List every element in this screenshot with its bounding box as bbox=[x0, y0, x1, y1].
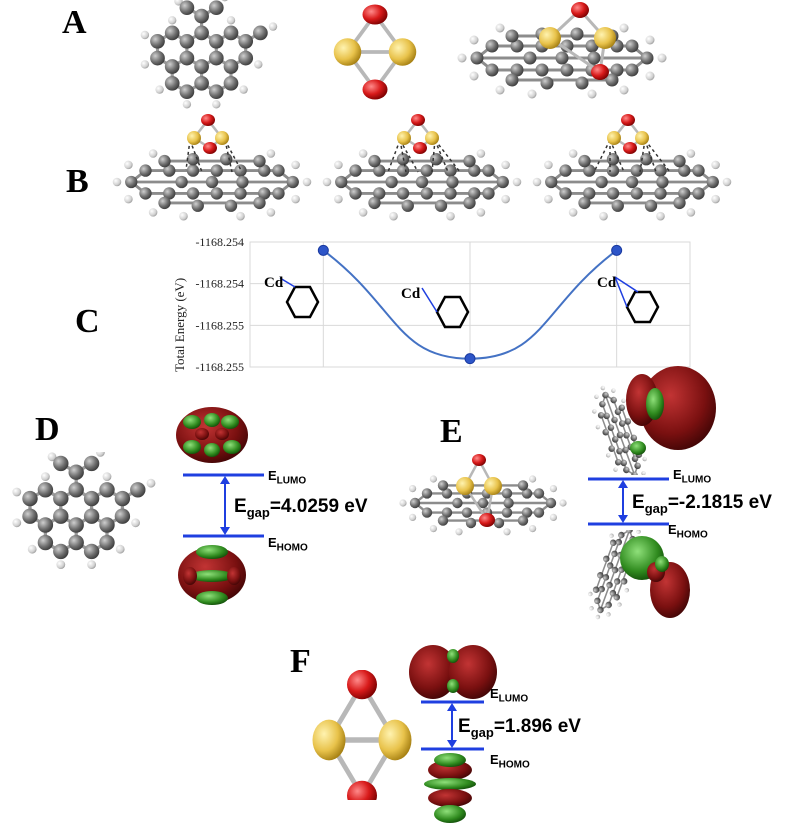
chart-data-point bbox=[317, 244, 329, 256]
panel-label-e: E bbox=[440, 413, 463, 450]
panel-label-a: A bbox=[62, 4, 87, 41]
panel-label-c: C bbox=[75, 303, 100, 340]
cd-label-1: Cd bbox=[264, 275, 284, 291]
gap-label-e: Egap=-2.1815 eV bbox=[632, 492, 772, 516]
panel-label-d: D bbox=[35, 411, 60, 448]
cd-site-inset-1: Cd bbox=[264, 275, 320, 319]
cd-label-3: Cd bbox=[597, 275, 617, 291]
lumo-orbital-d bbox=[176, 407, 248, 463]
homo-label-f: EHOMO bbox=[490, 752, 530, 771]
lumo-orbital-e bbox=[582, 366, 716, 475]
chart-data-point bbox=[611, 244, 623, 256]
lumo-label-f: ELUMO bbox=[490, 686, 529, 705]
adsorption-config-1 bbox=[111, 112, 313, 222]
chart-y-tick-label: -1168.254 bbox=[195, 235, 244, 249]
cd-site-inset-2: Cd bbox=[401, 286, 470, 329]
energy-diagram-f bbox=[421, 700, 484, 751]
complex-molecule-e bbox=[398, 454, 568, 537]
energy-series-points bbox=[317, 244, 623, 365]
chart-y-tick-label: -1168.255 bbox=[195, 318, 244, 332]
cd-site-inset-3: Cd bbox=[597, 275, 660, 324]
complex-molecule-a bbox=[456, 2, 668, 100]
panel-label-f: F bbox=[290, 643, 311, 680]
gap-label-f: Egap=1.896 eV bbox=[458, 716, 581, 740]
panel-label-b: B bbox=[66, 163, 89, 200]
chart-grid bbox=[249, 241, 691, 368]
homo-label-e: EHOMO bbox=[668, 522, 708, 541]
adsorption-config-2 bbox=[321, 112, 523, 222]
cd-label-2: Cd bbox=[401, 286, 421, 302]
energy-profile-chart: -1168.254 -1168.254 -1168.255 -1168.255 Tot… bbox=[172, 235, 691, 374]
homo-orbital-f bbox=[424, 753, 476, 823]
lumo-label-d: ELUMO bbox=[268, 468, 307, 487]
lumo-label-e: ELUMO bbox=[673, 467, 712, 486]
chart-y-tick-label: -1168.254 bbox=[195, 277, 244, 291]
pah-molecule-a bbox=[139, 0, 279, 110]
pah-molecule-d bbox=[10, 452, 158, 571]
energy-diagram-d bbox=[183, 473, 264, 538]
chart-data-point bbox=[464, 353, 476, 365]
chart-y-axis-label: Total Energy (eV) bbox=[172, 278, 187, 372]
homo-label-d: EHOMO bbox=[268, 535, 308, 554]
adsorption-config-3 bbox=[531, 112, 733, 222]
s2o2-molecule-a bbox=[331, 2, 419, 102]
lumo-orbital-f bbox=[409, 645, 497, 699]
energy-diagram-e bbox=[588, 477, 669, 526]
homo-orbital-d bbox=[178, 545, 246, 605]
s2o2-molecule-f bbox=[310, 670, 420, 800]
chart-y-ticks: -1168.254 -1168.254 -1168.255 -1168.255 bbox=[195, 235, 244, 374]
chart-y-tick-label: -1168.255 bbox=[195, 360, 244, 374]
gap-label-d: Egap=4.0259 eV bbox=[234, 496, 368, 520]
homo-orbital-e bbox=[580, 530, 690, 627]
